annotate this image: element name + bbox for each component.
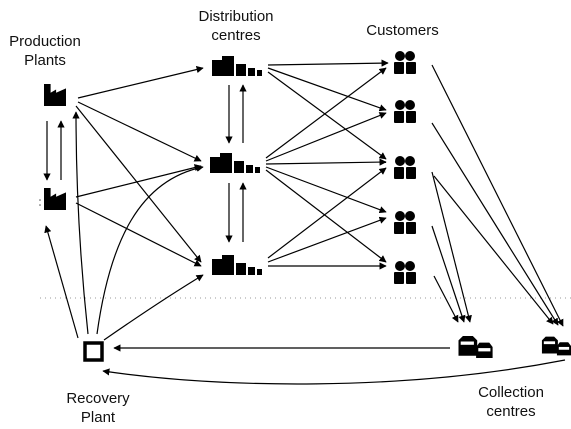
arrow-recovery-to-plant1: [72, 111, 89, 335]
customer-5-icon: [394, 261, 416, 284]
arrow-cust3-to-collect1: [431, 171, 472, 323]
distribution-centre-2-icon: [210, 153, 260, 173]
arrow-plant1-to-dc3: [75, 105, 202, 263]
arrow-recovery-to-dc3: [103, 274, 204, 341]
label-recovery-plant: Recovery Plant: [54, 389, 142, 427]
customer-3-icon: [394, 156, 416, 179]
arrow-dc3-to-cust3: [267, 167, 387, 259]
collection-centre-2-icon: [541, 336, 571, 356]
arrow-dc2-to-cust2: [265, 112, 387, 162]
label-production-plants: Production Plants: [6, 32, 84, 70]
label-production-plants-line1: Production: [9, 33, 81, 50]
customer-1-icon: [394, 51, 416, 74]
arrow-collect2-to-recovery: [102, 359, 566, 385]
label-distribution-centres: Distribution centres: [186, 7, 286, 45]
label-collection-centres: Collection centres: [466, 383, 556, 421]
arrow-plant2-to-dc3: [75, 202, 202, 267]
label-collection-centres-line2: centres: [486, 403, 536, 420]
arrow-dc1-to-cust3: [267, 71, 387, 160]
collection-centre-1-icon: [458, 336, 493, 358]
arrow-recovery-to-plant2: [44, 225, 79, 339]
arrow-plant1-to-dc2: [77, 101, 202, 162]
arrow-cust5-to-collect1: [433, 275, 459, 323]
production-plant-2-icon: [44, 188, 66, 210]
arrow-dc1-to-cust2: [267, 67, 387, 112]
label-collection-centres-line1: Collection: [478, 384, 544, 401]
arrow-dc2-to-cust4: [265, 166, 387, 214]
label-recovery-plant-line2: Plant: [80, 409, 116, 426]
production-plant-1-icon: [44, 84, 66, 106]
arrow-dc3-to-cust4: [267, 216, 387, 263]
label-distribution-centres-line1: Distribution: [198, 8, 274, 25]
distribution-centre-3-icon: [212, 255, 262, 275]
arrow-dc2-to-cust3: [265, 158, 387, 166]
edge-dot: [39, 204, 41, 206]
label-customers-text: Customers: [366, 22, 439, 39]
arrow-cust1-to-collect2: [431, 64, 564, 327]
label-recovery-plant-line1: Recovery: [66, 390, 130, 407]
arrow-plant2-to-dc2: [75, 164, 202, 198]
flow-arrows: [43, 59, 566, 385]
edge-dot: [39, 199, 41, 201]
label-production-plants-line2: Plants: [24, 52, 66, 69]
distribution-centre-1-icon: [212, 56, 262, 76]
arrow-recovery-to-dc2: [96, 164, 204, 335]
arrow-dc2-to-cust5: [265, 169, 387, 263]
label-customers: Customers: [355, 21, 450, 40]
arrow-dc1-to-cust1: [267, 59, 389, 67]
arrow-plant1-to-dc1: [77, 66, 204, 99]
arrow-cust2-to-collect2: [431, 122, 559, 326]
arrow-cust4-to-collect1: [431, 225, 466, 323]
customer-4-icon: [394, 211, 416, 234]
recovery-plant-icon: [83, 341, 104, 362]
customer-2-icon: [394, 100, 416, 123]
arrow-cust3-to-collect2: [433, 175, 554, 325]
label-distribution-centres-line2: centres: [211, 27, 261, 44]
arrow-dc2-to-cust1: [265, 67, 387, 159]
